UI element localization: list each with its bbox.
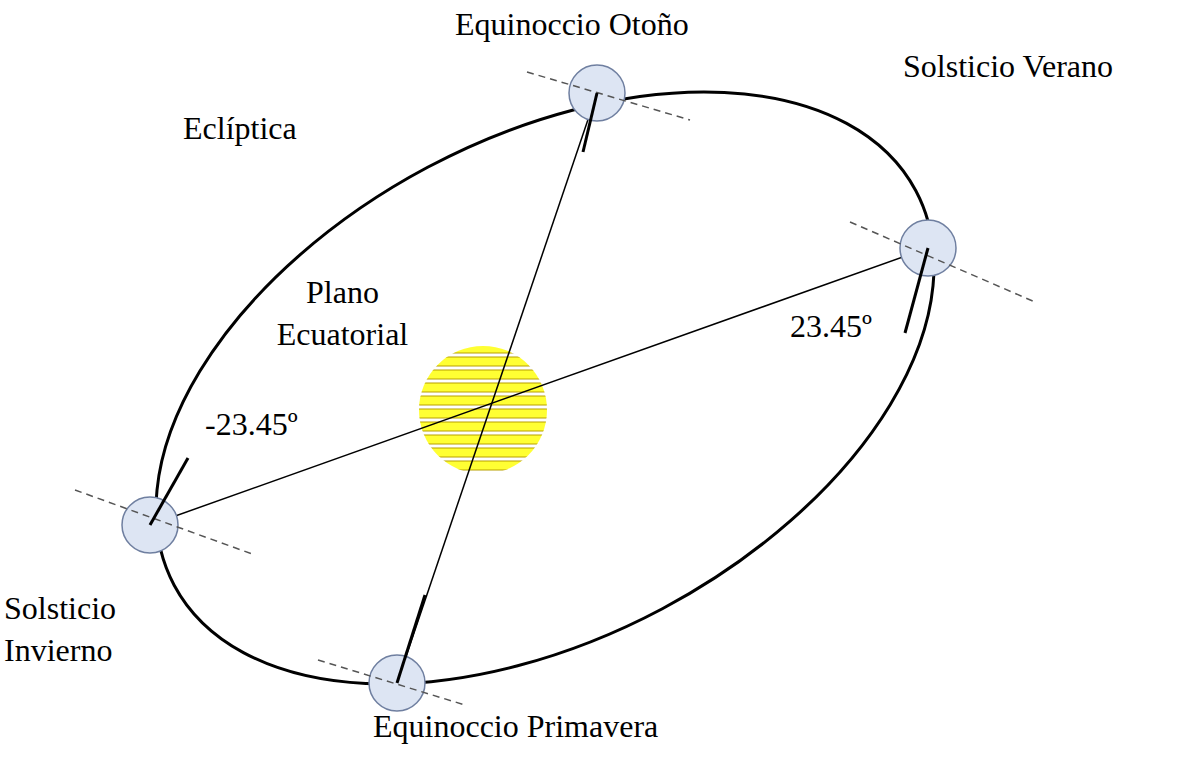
season-label: Solsticio Verano — [903, 46, 1183, 88]
season-label: Equinoccio Otoño — [455, 4, 755, 46]
earth-winter — [75, 458, 255, 555]
earth-spring — [318, 595, 465, 711]
angle-label: -23.45º — [205, 404, 335, 446]
season-label: Solsticio Invierno — [4, 588, 154, 671]
equinox-line — [397, 93, 597, 683]
earth-autumn — [527, 65, 690, 152]
season-label: Equinoccio Primavera — [373, 706, 753, 748]
orbit-label: Eclíptica — [183, 108, 383, 150]
angle-label: 23.45º — [790, 306, 900, 348]
earth-summer — [850, 220, 1035, 333]
ecliptic-orbit — [57, 0, 1033, 759]
solstice-line — [150, 248, 928, 525]
sun — [415, 344, 555, 470]
plane-label: Plano Ecuatorial — [255, 272, 430, 355]
